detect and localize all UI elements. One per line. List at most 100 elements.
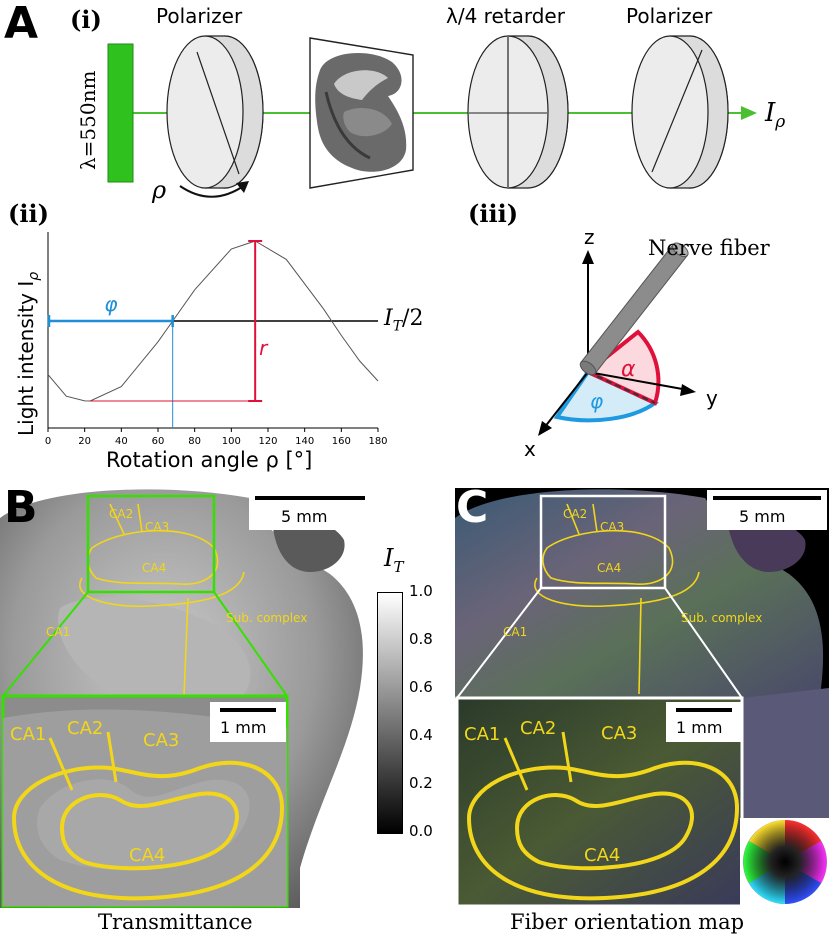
axis-y-label: y	[706, 386, 718, 410]
scalebar-b-text: 5 mm	[281, 507, 328, 526]
scalebar-b-line	[255, 496, 365, 500]
polarizer-1	[166, 35, 264, 189]
alpha-label: α	[621, 357, 636, 382]
intensity-curve	[47, 240, 379, 402]
zoom-box-c	[539, 494, 667, 590]
colorbar-tick-4: 0.2	[409, 774, 433, 792]
color-wheel	[740, 818, 829, 908]
x-tick-label-8: 160	[332, 436, 351, 447]
scalebar-c-inset-line	[676, 708, 732, 712]
caption-b: Transmittance	[98, 910, 253, 934]
sub-label-ii: (ii)	[8, 199, 49, 228]
scalebar-c-text: 5 mm	[739, 507, 786, 526]
scalebar-b-inset-line	[220, 708, 276, 712]
sub-label-i: (i)	[70, 5, 102, 34]
axis-x-label: x	[524, 437, 536, 460]
nerve-fiber-label: Nerve fiber	[648, 236, 770, 260]
colorbar-tick-1: 0.8	[409, 630, 433, 648]
fiber-orientation-image	[455, 488, 829, 908]
b-label-ca1: CA1	[46, 625, 71, 639]
panel-letter-c: C	[456, 482, 489, 533]
x-tick-label-1: 20	[78, 436, 91, 447]
colorbar-tick-3: 0.4	[409, 726, 433, 744]
phi-label: φ	[590, 389, 603, 413]
mean-subscript: T	[392, 318, 403, 335]
c-label-ca1: CA1	[503, 625, 528, 639]
c-inset-label-ca2: CA2	[520, 718, 557, 739]
scalebar-b-inset-text: 1 mm	[220, 718, 267, 737]
colorbar	[377, 592, 403, 834]
output-symbol: I	[765, 98, 776, 128]
colorbar-tick-2: 0.6	[409, 678, 433, 696]
b-inset-label-ca2: CA2	[67, 718, 104, 739]
colorbar-title: IT	[384, 544, 404, 576]
x-tick-label-4: 80	[188, 436, 201, 447]
c-label-ca4: CA4	[597, 561, 622, 575]
chart-y-label: Light intensity Iρ	[14, 272, 42, 436]
scalebar-b-large: 5 mm	[249, 490, 371, 530]
x-tick-label-7: 140	[295, 436, 314, 447]
optical-setup-diagram	[107, 35, 757, 198]
chart-y-label-subscript: ρ	[26, 271, 42, 281]
scalebar-c-inset: 1 mm	[666, 702, 742, 742]
rotation-symbol: ρ	[152, 176, 167, 204]
b-inset-label-ca1: CA1	[10, 724, 47, 745]
mean-line-label: IT/2	[384, 306, 423, 334]
colorbar-tick-0: 1.0	[409, 582, 433, 600]
colorbar-symbol: I	[384, 544, 394, 572]
x-tick-label-2: 40	[115, 436, 128, 447]
c-inset-label-ca1: CA1	[464, 724, 501, 745]
phi-annotation: φ	[104, 292, 117, 316]
phi-wedge	[553, 369, 659, 423]
c-label-ca2: CA2	[563, 507, 588, 521]
wavelength-label: λ=550nm	[76, 70, 100, 170]
colorbar-subscript: T	[393, 557, 404, 576]
b-label-ca2: CA2	[109, 507, 134, 521]
b-label-ca3: CA3	[145, 520, 170, 534]
chart-x-label: Rotation angle ρ [°]	[106, 448, 313, 472]
polarizer-1-label: Polarizer	[156, 4, 243, 28]
transmittance-image	[0, 489, 363, 908]
r-annotation: r	[259, 336, 269, 360]
scalebar-b-inset: 1 mm	[210, 702, 286, 742]
caption-c: Fiber orientation map	[510, 910, 745, 934]
x-tick-label-5: 100	[222, 436, 241, 447]
output-subscript: ρ	[775, 112, 786, 133]
intensity-chart: 0 20 40 60 80 100 120 140 160 180 φ r	[45, 232, 388, 447]
output-intensity-label: Iρ	[765, 98, 785, 132]
c-label-sub: Sub. complex	[681, 611, 763, 625]
x-tick-label-3: 60	[152, 436, 165, 447]
alpha-wedge	[584, 329, 661, 406]
mean-suffix: /2	[402, 306, 424, 331]
axis-z-label: z	[584, 225, 595, 249]
polarizer-2-label: Polarizer	[626, 4, 713, 28]
sample-tissue	[315, 52, 407, 172]
nerve-fiber	[579, 242, 689, 376]
x-tick-label-6: 120	[258, 436, 277, 447]
c-inset-label-ca3: CA3	[601, 723, 638, 744]
scalebar-c-line	[713, 496, 821, 500]
retarder	[467, 35, 569, 189]
b-label-sub: Sub. complex	[226, 611, 308, 625]
sub-label-iii: (iii)	[468, 199, 519, 228]
panel-letter-b: B	[4, 482, 38, 533]
b-inset-label-ca4: CA4	[129, 845, 166, 866]
panel-letter-a: A	[4, 0, 39, 49]
light-source	[107, 43, 134, 183]
chart-y-label-text: Light intensity I	[14, 280, 38, 436]
c-label-ca3: CA3	[600, 520, 625, 534]
rotation-arrow	[179, 184, 246, 198]
scalebar-c-inset-text: 1 mm	[676, 718, 723, 737]
zoom-box-b	[86, 494, 216, 594]
c-inset-label-ca4: CA4	[584, 845, 621, 866]
colorbar-tick-5: 0.0	[409, 822, 433, 840]
polarizer-2	[631, 35, 729, 189]
mean-symbol: I	[384, 306, 393, 331]
x-tick-label-9: 180	[368, 436, 387, 447]
fiber-geometry-diagram: z y x α φ	[524, 225, 718, 460]
x-tick-label-0: 0	[45, 436, 51, 447]
b-inset-label-ca3: CA3	[143, 730, 180, 751]
retarder-label: λ/4 retarder	[446, 4, 565, 28]
scalebar-c-large: 5 mm	[707, 490, 827, 530]
b-label-ca4: CA4	[142, 561, 167, 575]
